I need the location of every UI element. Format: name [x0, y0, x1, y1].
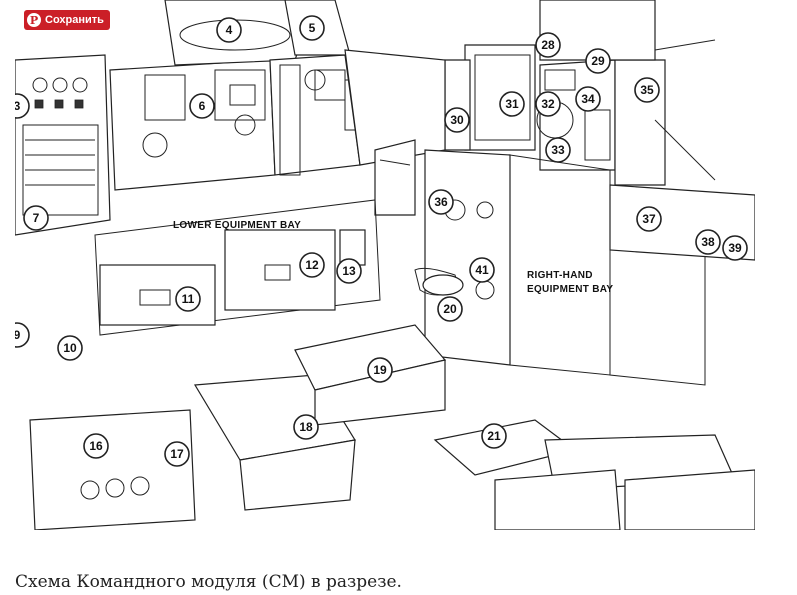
callout-32: 32 — [535, 91, 561, 117]
callout-19: 19 — [367, 357, 393, 383]
command-module-diagram: LOWER EQUIPMENT BAY RIGHT-HAND EQUIPMENT… — [15, 0, 755, 530]
callout-5: 5 — [299, 15, 325, 41]
svg-text:31: 31 — [505, 97, 519, 111]
callout-35: 35 — [634, 77, 660, 103]
callout-20: 20 — [437, 296, 463, 322]
svg-text:28: 28 — [541, 38, 555, 52]
callout-17: 17 — [164, 441, 190, 467]
crew-couches — [29, 267, 755, 530]
svg-text:35: 35 — [640, 83, 654, 97]
diagram-drawing: LOWER EQUIPMENT BAY RIGHT-HAND EQUIPMENT… — [15, 0, 755, 530]
callout-11: 11 — [175, 286, 201, 312]
svg-text:18: 18 — [299, 420, 313, 434]
callout-37: 37 — [636, 206, 662, 232]
callout-30: 30 — [444, 107, 470, 133]
upper-left-console — [15, 54, 111, 236]
svg-text:9: 9 — [15, 328, 21, 342]
svg-text:12: 12 — [305, 258, 319, 272]
callout-3: 3 — [15, 93, 30, 119]
right-bay-label-line1: RIGHT-HAND — [527, 270, 593, 281]
svg-text:39: 39 — [728, 241, 742, 255]
svg-text:38: 38 — [701, 235, 715, 249]
svg-text:21: 21 — [487, 429, 501, 443]
svg-text:10: 10 — [63, 341, 77, 355]
callout-13: 13 — [336, 258, 362, 284]
callout-29: 29 — [585, 48, 611, 74]
callout-18: 18 — [293, 414, 319, 440]
save-button-label: Сохранить — [45, 14, 104, 26]
svg-text:16: 16 — [89, 439, 103, 453]
right-bay-label-line2: EQUIPMENT BAY — [527, 284, 613, 295]
callout-10: 10 — [57, 335, 83, 361]
callout-9: 9 — [15, 322, 30, 348]
svg-text:6: 6 — [199, 99, 206, 113]
svg-text:13: 13 — [342, 264, 356, 278]
lower-bay-label: LOWER EQUIPMENT BAY — [173, 220, 301, 231]
callout-21: 21 — [481, 423, 507, 449]
svg-text:4: 4 — [226, 23, 233, 37]
figure-caption: Схема Командного модуля (СМ) в разрезе. — [15, 572, 402, 592]
svg-text:36: 36 — [434, 195, 448, 209]
svg-text:33: 33 — [551, 143, 565, 157]
callout-39: 39 — [722, 235, 748, 261]
callout-33: 33 — [545, 137, 571, 163]
pinterest-icon: P — [27, 13, 41, 27]
svg-text:29: 29 — [591, 54, 605, 68]
svg-text:41: 41 — [475, 263, 489, 277]
callout-12: 12 — [299, 252, 325, 278]
svg-text:5: 5 — [309, 21, 316, 35]
svg-text:30: 30 — [450, 113, 464, 127]
svg-text:37: 37 — [642, 212, 656, 226]
callout-41: 41 — [469, 257, 495, 283]
callout-36: 36 — [428, 189, 454, 215]
svg-text:34: 34 — [581, 92, 595, 106]
svg-text:17: 17 — [170, 447, 184, 461]
callout-38: 38 — [695, 229, 721, 255]
svg-text:20: 20 — [443, 302, 457, 316]
svg-text:3: 3 — [15, 99, 21, 113]
callout-16: 16 — [83, 433, 109, 459]
svg-text:11: 11 — [182, 292, 195, 306]
callout-28: 28 — [535, 32, 561, 58]
callout-4: 4 — [216, 17, 242, 43]
svg-text:32: 32 — [541, 97, 555, 111]
callout-34: 34 — [575, 86, 601, 112]
svg-text:19: 19 — [373, 363, 387, 377]
callout-6: 6 — [189, 93, 215, 119]
pinterest-save-button[interactable]: P Сохранить — [24, 10, 110, 30]
callout-31: 31 — [499, 91, 525, 117]
svg-text:7: 7 — [33, 211, 40, 225]
callout-7: 7 — [23, 205, 49, 231]
